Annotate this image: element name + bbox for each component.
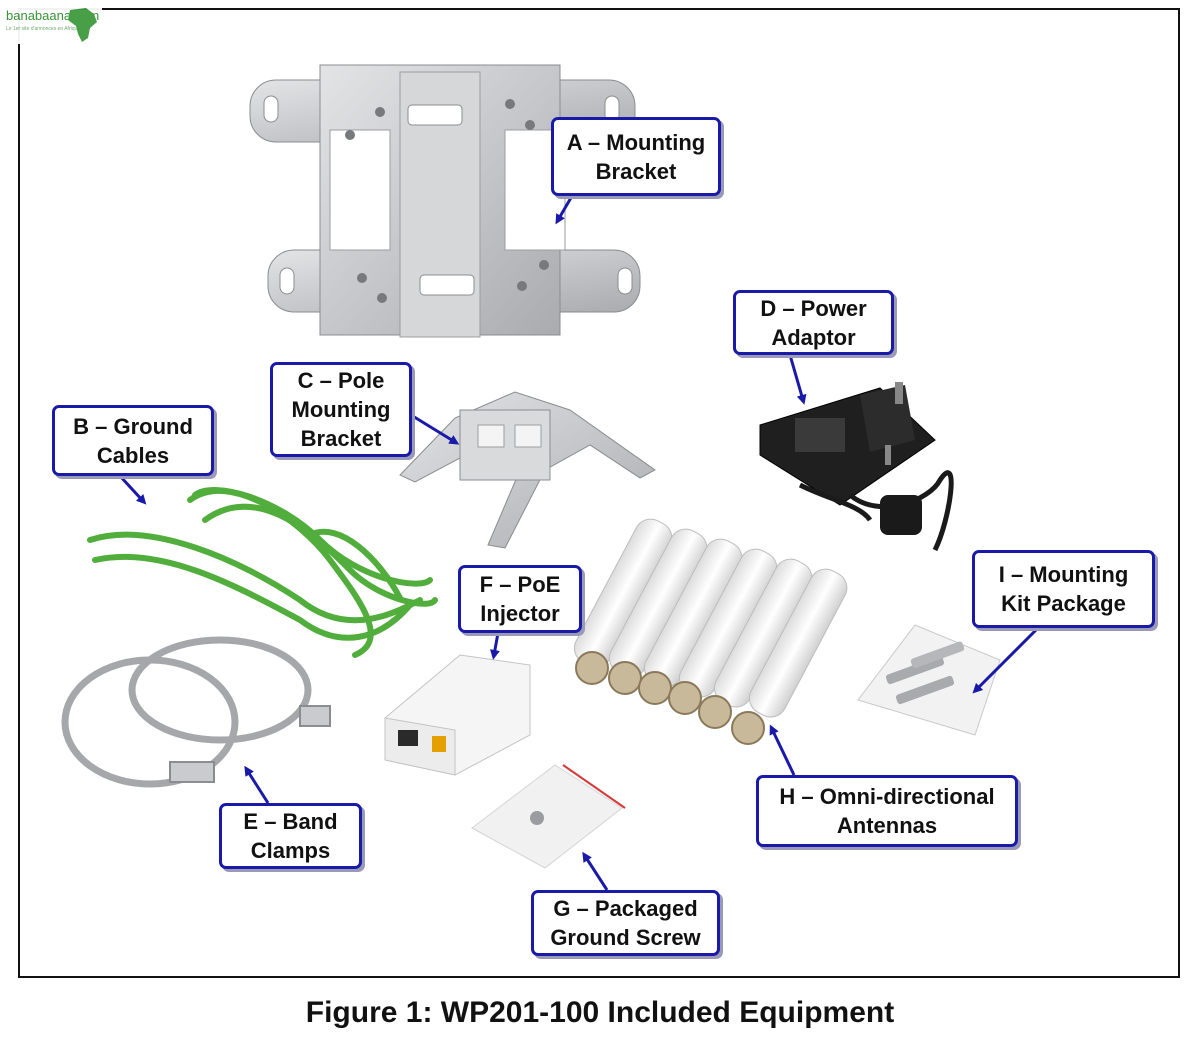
callout-mounting-bracket: A – Mounting Bracket — [551, 117, 721, 196]
figure-caption: Figure 1: WP201-100 Included Equipment — [305, 996, 895, 1029]
label-omni-antennas: H – Omni-directional Antennas — [779, 784, 995, 838]
label-mounting-bracket: A – Mounting Bracket — [566, 129, 706, 184]
label-band-clamps: E – Band Clamps — [243, 809, 338, 863]
callout-poe-injector: F – PoE Injector — [458, 565, 582, 633]
mounting-kit-package-image — [857, 624, 1001, 736]
ground-cables-image — [87, 487, 438, 658]
arrow-h — [769, 724, 796, 776]
poe-injector-image — [384, 654, 531, 776]
label-ground-cables: B – Ground Cables — [73, 413, 193, 468]
callout-arrows — [118, 195, 1040, 891]
arrow-c — [410, 413, 460, 445]
power-adaptor-image — [759, 382, 954, 552]
label-poe-injector: F – PoE Injector — [479, 572, 561, 626]
arrow-d — [788, 354, 807, 405]
arrow-i — [972, 626, 1040, 694]
callout-ground-cables: B – Ground Cables — [52, 405, 214, 476]
watermark-subtext: Le 1er site d'annonces en Afrique — [6, 26, 81, 32]
callout-packaged-ground-screw: G – Packaged Ground Screw — [531, 890, 720, 956]
arrow-f — [489, 632, 500, 660]
mounting-bracket-image — [249, 64, 641, 338]
packaged-ground-screw-image — [471, 764, 626, 869]
band-clamps-image — [61, 636, 331, 788]
label-power-adaptor: D – Power Adaptor — [760, 295, 867, 350]
label-pole-mounting-bracket: C – Pole Mounting Bracket — [291, 368, 391, 451]
label-mounting-kit-package: I – Mounting Kit Package — [998, 562, 1129, 616]
label-packaged-ground-screw: G – Packaged Ground Screw — [550, 896, 701, 950]
arrow-b — [118, 474, 147, 505]
callout-pole-mounting-bracket: C – Pole Mounting Bracket — [270, 362, 412, 457]
pole-mounting-bracket-image — [399, 391, 656, 549]
watermark-logo: banabaana.com Le 1er site d'annonces en … — [2, 2, 102, 44]
callout-power-adaptor: D – Power Adaptor — [733, 290, 894, 355]
callout-omni-antennas: H – Omni-directional Antennas — [756, 775, 1018, 847]
arrow-a — [555, 195, 574, 225]
africa-map-icon — [68, 8, 97, 42]
omni-antennas-image — [573, 518, 848, 745]
callout-mounting-kit-package: I – Mounting Kit Package — [972, 550, 1155, 628]
arrow-e — [244, 765, 270, 804]
callout-band-clamps: E – Band Clamps — [219, 803, 362, 869]
arrow-g — [582, 851, 609, 891]
